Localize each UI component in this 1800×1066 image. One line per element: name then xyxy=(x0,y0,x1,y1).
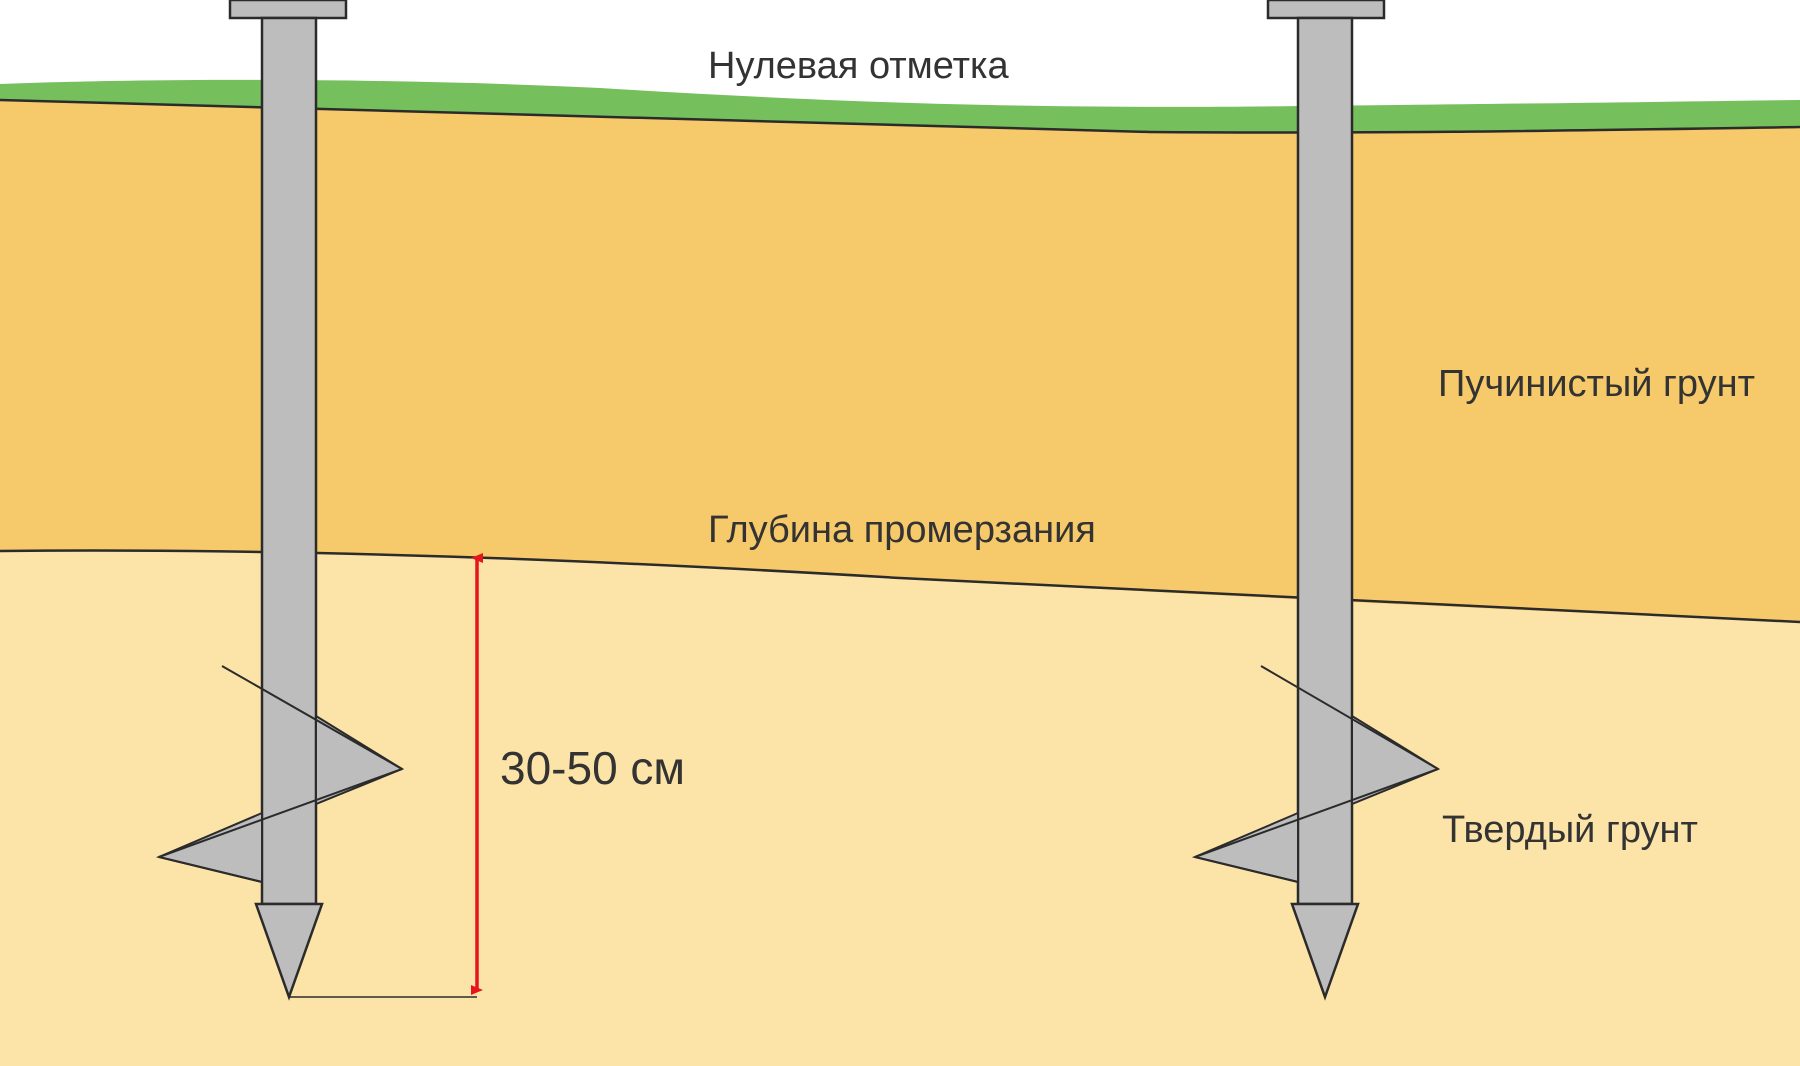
frost-depth-label: Глубина промерзания xyxy=(708,509,1096,551)
left-screw-pile xyxy=(155,0,405,1001)
depth-dimension xyxy=(289,553,483,998)
left-pile-shaft xyxy=(260,16,318,906)
left-pile-cap xyxy=(228,0,348,20)
right-pile-tip xyxy=(1290,902,1360,1001)
right-pile-shaft xyxy=(1296,16,1354,906)
right-screw-pile xyxy=(1191,0,1441,1001)
right-helix-line-2 xyxy=(1194,768,1439,858)
left-helix-line-2 xyxy=(158,768,403,858)
right-helix-line-3 xyxy=(1194,856,1299,883)
zero-mark-label: Нулевая отметка xyxy=(708,45,1010,87)
heaving-soil-label: Пучинистый грунт xyxy=(1438,363,1755,405)
right-helix-upper xyxy=(1351,714,1441,806)
left-helix-line-1 xyxy=(221,665,403,770)
left-helix-upper xyxy=(315,714,405,806)
depth-range-label: 30-50 см xyxy=(500,742,685,794)
left-pile-tip xyxy=(254,902,324,1001)
right-pile-cap xyxy=(1266,0,1386,20)
solid-soil-label: Твердый грунт xyxy=(1442,809,1698,851)
right-helix-line-1 xyxy=(1260,665,1439,770)
left-helix-line-3 xyxy=(158,856,263,883)
